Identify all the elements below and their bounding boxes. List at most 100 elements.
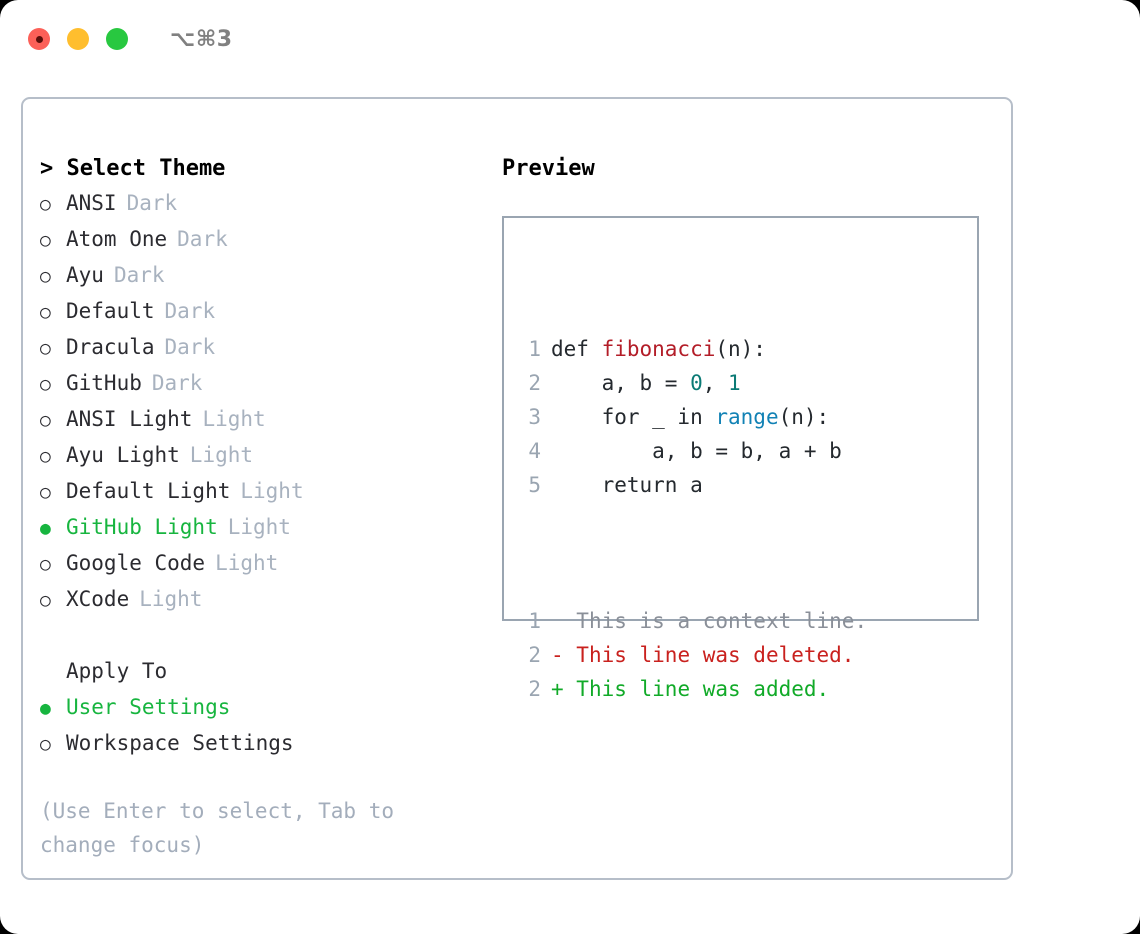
code-line-number: 3 bbox=[528, 405, 541, 429]
code-line-number: 5 bbox=[528, 473, 541, 497]
theme-option-ayu-light[interactable]: ○ Ayu Light Light bbox=[40, 438, 470, 474]
code-token-plain: return a bbox=[551, 473, 703, 497]
theme-option-label: Dracula bbox=[66, 335, 155, 359]
code-line: 3 for _ in range(n): bbox=[519, 400, 867, 434]
radio-unselected-icon: ○ bbox=[40, 338, 51, 359]
code-token-plain: (n): bbox=[778, 405, 830, 429]
radio-unselected-icon: ○ bbox=[40, 590, 51, 611]
keyboard-hint-text: (Use Enter to select, Tab to change focu… bbox=[40, 799, 395, 857]
diff-line-content: - This line was deleted. bbox=[551, 643, 854, 667]
code-token-plain: (n): bbox=[715, 337, 766, 361]
code-line: 4 a, b = b, a + b bbox=[519, 434, 867, 468]
theme-option-label: ANSI Light bbox=[66, 407, 193, 431]
theme-option-label: Google Code bbox=[66, 551, 206, 575]
theme-option-label: Ayu bbox=[66, 263, 104, 287]
radio-unselected-icon: ○ bbox=[40, 302, 51, 323]
theme-option-variant: Light bbox=[139, 587, 203, 611]
radio-unselected-icon: ○ bbox=[40, 482, 51, 503]
select-theme-header: > Select Theme bbox=[40, 156, 226, 181]
diff-marker: - bbox=[551, 643, 564, 667]
code-token-plain: for _ in bbox=[551, 405, 716, 429]
diff-sample: 1 This is a context line.2- This line wa… bbox=[519, 604, 867, 706]
close-button-icon[interactable] bbox=[28, 28, 50, 50]
theme-option-label: GitHub bbox=[66, 371, 142, 395]
radio-unselected-icon: ○ bbox=[40, 410, 51, 431]
diff-text: This line was deleted. bbox=[563, 643, 855, 667]
apply-to-list[interactable]: ● User Settings ○ Workspace Settings bbox=[40, 690, 470, 762]
theme-option-label: Default Light bbox=[66, 479, 231, 503]
theme-option-default-light[interactable]: ○ Default Light Light bbox=[40, 474, 470, 510]
diff-line-content: + This line was added. bbox=[551, 677, 829, 701]
apply-to-option-user-settings[interactable]: ● User Settings bbox=[40, 690, 470, 726]
diff-line-content: This is a context line. bbox=[551, 609, 867, 633]
theme-option-default[interactable]: ○ Default Dark bbox=[40, 294, 470, 330]
diff-marker bbox=[551, 609, 564, 633]
code-line-number: 2 bbox=[528, 371, 541, 395]
code-token-num: 0 bbox=[690, 371, 703, 395]
theme-option-variant: Light bbox=[202, 407, 266, 431]
preview-header: Preview bbox=[502, 156, 595, 181]
theme-option-github-light[interactable]: ● GitHub Light Light bbox=[40, 510, 470, 546]
radio-unselected-icon: ○ bbox=[40, 194, 51, 215]
apply-to-header-marker-spacer: ○ bbox=[40, 656, 66, 690]
diff-text: This is a context line. bbox=[563, 609, 868, 633]
theme-option-ansi-light[interactable]: ○ ANSI Light Light bbox=[40, 402, 470, 438]
theme-option-xcode[interactable]: ○ XCode Light bbox=[40, 582, 470, 618]
diff-line-added: 2 + This line was added. bbox=[519, 672, 867, 706]
apply-to-option-label: Workspace Settings bbox=[66, 731, 294, 755]
theme-option-label: XCode bbox=[66, 587, 130, 611]
theme-option-dracula[interactable]: ○ Dracula Dark bbox=[40, 330, 470, 366]
code-token-plain: , bbox=[702, 371, 729, 395]
theme-option-variant: Light bbox=[189, 443, 254, 467]
keyboard-shortcut-label: ⌥⌘3 bbox=[170, 26, 233, 52]
theme-option-label: GitHub Light bbox=[66, 515, 218, 539]
theme-option-variant: Dark bbox=[126, 191, 178, 215]
minimize-button-icon[interactable] bbox=[67, 28, 89, 50]
apply-to-header: Apply To bbox=[66, 659, 168, 683]
code-token-plain: a, b = b, a + b bbox=[551, 439, 842, 463]
theme-option-label: Ayu Light bbox=[66, 443, 180, 467]
code-token-num: 1 bbox=[728, 371, 741, 395]
theme-option-variant: Dark bbox=[164, 299, 216, 323]
radio-selected-icon: ● bbox=[40, 698, 51, 719]
radio-selected-icon: ● bbox=[40, 518, 51, 539]
code-line: 2 a, b = 0, 1 bbox=[519, 366, 867, 400]
theme-option-label: ANSI bbox=[66, 191, 117, 215]
diff-line-context: 1 This is a context line. bbox=[519, 604, 867, 638]
code-token-fn: fibonacci bbox=[601, 337, 716, 361]
diff-text: This line was added. bbox=[563, 677, 830, 701]
radio-unselected-icon: ○ bbox=[40, 554, 51, 575]
radio-unselected-icon: ○ bbox=[40, 266, 51, 287]
diff-line-number: 1 bbox=[528, 609, 541, 633]
theme-option-ansi[interactable]: ○ ANSI Dark bbox=[40, 186, 470, 222]
apply-to-option-label: User Settings bbox=[66, 695, 231, 719]
radio-unselected-icon: ○ bbox=[40, 734, 51, 755]
diff-line-number: 2 bbox=[528, 677, 541, 701]
theme-option-variant: Light bbox=[240, 479, 304, 503]
apply-to-option-workspace-settings[interactable]: ○ Workspace Settings bbox=[40, 726, 470, 762]
theme-option-variant: Dark bbox=[151, 371, 203, 395]
apply-to-header-row: ○ Apply To bbox=[40, 654, 470, 690]
radio-unselected-icon: ○ bbox=[40, 446, 51, 467]
maximize-button-icon[interactable] bbox=[106, 28, 128, 50]
diff-marker: + bbox=[551, 677, 564, 701]
theme-option-variant: Light bbox=[227, 515, 291, 539]
code-line-number: 1 bbox=[528, 337, 541, 361]
code-line: 5 return a bbox=[519, 468, 867, 502]
window-controls bbox=[28, 28, 128, 50]
theme-option-variant: Dark bbox=[164, 335, 216, 359]
theme-option-label: Default bbox=[66, 299, 155, 323]
diff-line-number: 2 bbox=[528, 643, 541, 667]
title-bar: ⌥⌘3 bbox=[0, 0, 1140, 78]
